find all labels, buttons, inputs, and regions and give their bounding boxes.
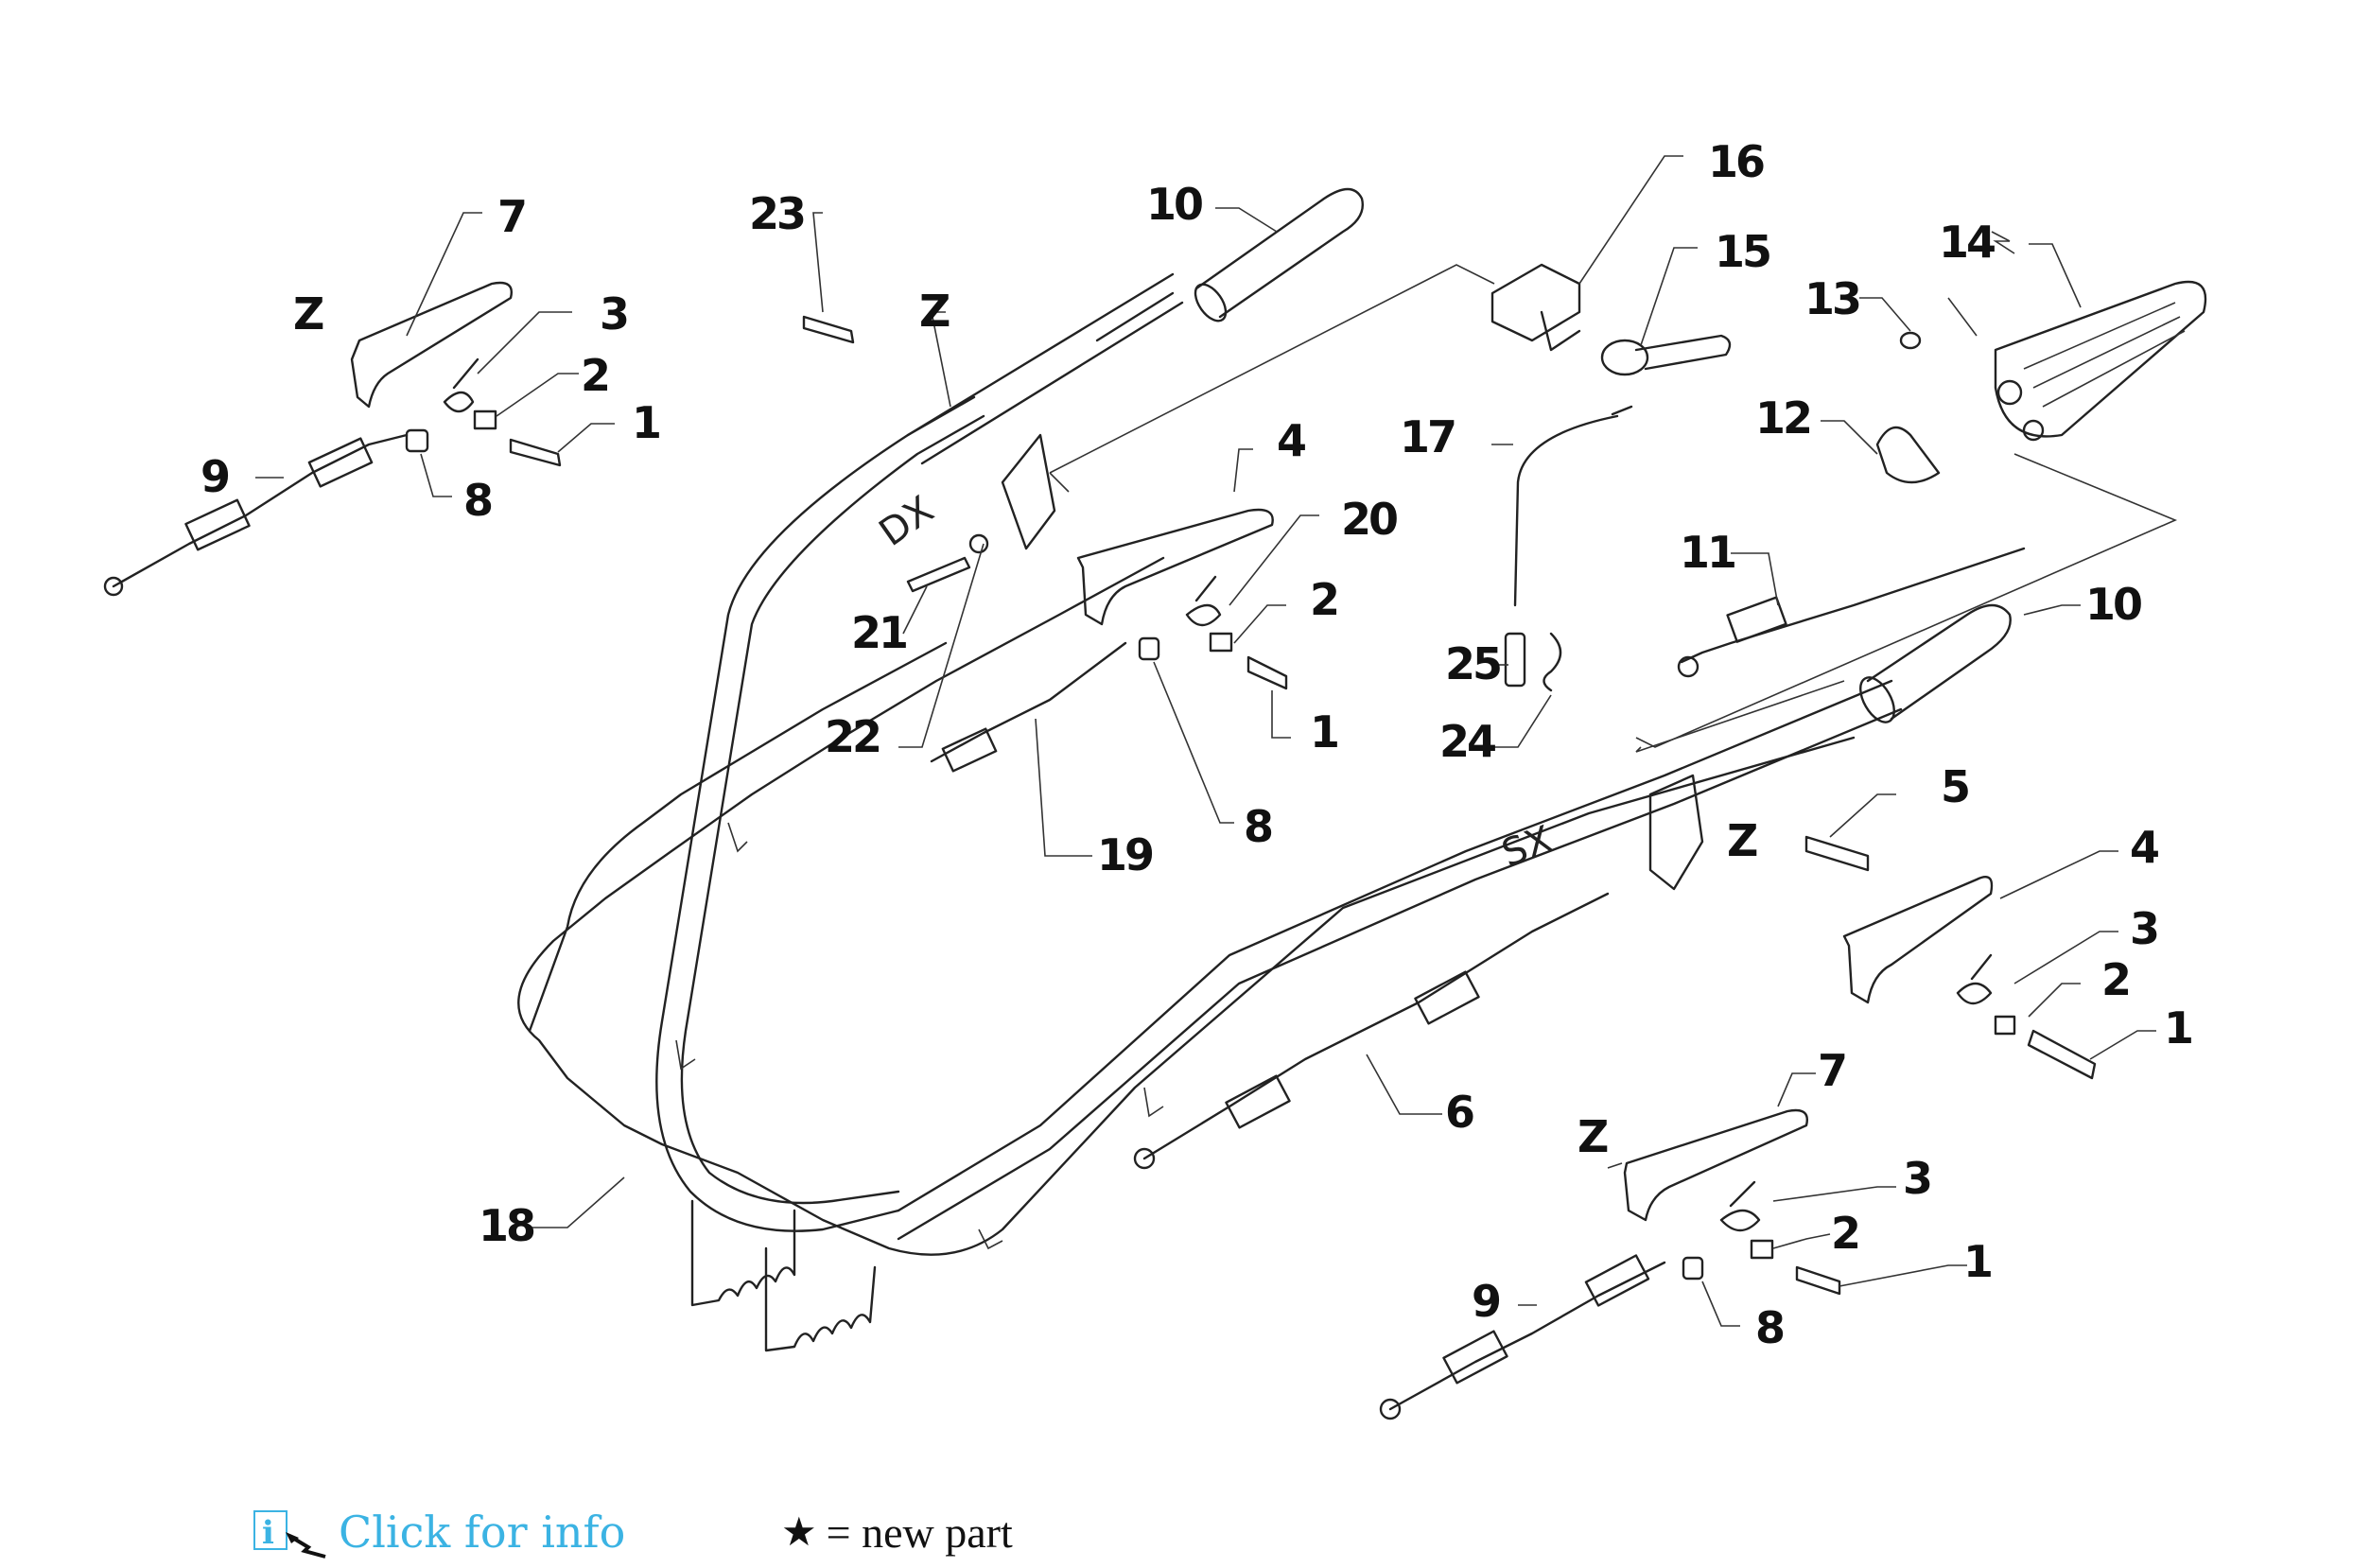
- callout-8: 8: [463, 475, 492, 526]
- bracket-right: [1648, 774, 1704, 891]
- lever-4-right: [1842, 875, 1994, 1004]
- brake-lever-7-lower: [1623, 1108, 1808, 1222]
- callout-22: 22: [825, 711, 880, 762]
- callout-1: 1: [1963, 1236, 1991, 1287]
- callout-z: Z: [919, 286, 950, 337]
- bushing-2-lower: [1750, 1239, 1774, 1260]
- lever-4-center: [1076, 508, 1274, 626]
- throttle-block-16: [1490, 263, 1581, 352]
- bushing-2-center: [1209, 632, 1233, 653]
- info-link-text[interactable]: Click for info: [339, 1507, 626, 1558]
- spring-20: [1185, 575, 1222, 627]
- cable-9-upper: [103, 433, 409, 597]
- guide-frame-upper: [1049, 264, 1495, 493]
- callout-16: 16: [1708, 136, 1764, 187]
- bolt-21: [906, 556, 971, 593]
- callout-3: 3: [1903, 1153, 1930, 1204]
- throttle-grip-14: [1994, 280, 2207, 442]
- callout-15: 15: [1715, 226, 1769, 277]
- bolt-1-center: [1246, 655, 1288, 690]
- callout-4: 4: [1277, 415, 1305, 466]
- callout-20: 20: [1341, 494, 1397, 545]
- bolt-1-lower: [1795, 1265, 1841, 1296]
- nut-22: [968, 533, 989, 554]
- callout-21: 21: [851, 607, 906, 658]
- info-link-area[interactable]: i Click for info: [253, 1504, 625, 1560]
- handle-tube-upper-sleeve: [1095, 291, 1175, 342]
- nut-8-upper: [405, 428, 429, 453]
- callout-19: 19: [1097, 829, 1153, 880]
- nut-8-center: [1138, 636, 1160, 661]
- throttle-lever-15: [1600, 334, 1732, 376]
- callout-6: 6: [1445, 1087, 1473, 1138]
- throttle-cable-17: [1513, 405, 1633, 607]
- callout-1: 1: [1310, 706, 1337, 758]
- callout-z: Z: [1727, 815, 1757, 866]
- callout-2: 2: [2101, 954, 2129, 1005]
- bolt-1-right: [2027, 1029, 2097, 1080]
- leader-lines: [255, 155, 2156, 1327]
- legend-text: = new part: [826, 1507, 1013, 1557]
- callout-9: 9: [1472, 1276, 1500, 1327]
- callout-18: 18: [479, 1200, 534, 1251]
- callout-14: 14: [1939, 217, 1995, 268]
- callout-9: 9: [200, 451, 229, 502]
- callout-1: 1: [2164, 1002, 2191, 1054]
- spring-3-right: [1956, 953, 1993, 1005]
- callout-8: 8: [1244, 801, 1272, 852]
- new-part-legend: ★ = new part: [781, 1504, 1013, 1560]
- handlebar-frame: [517, 272, 1903, 1352]
- spring-clip-12: [1875, 426, 1941, 484]
- callout-2: 2: [1831, 1208, 1858, 1259]
- brake-lever-7-upper: [350, 281, 513, 409]
- callout-13: 13: [1804, 273, 1859, 324]
- return-spring-24: [1543, 632, 1562, 692]
- bolt-5: [1804, 835, 1870, 872]
- callout-23: 23: [749, 188, 804, 239]
- cable-adjuster-25: [1504, 632, 1526, 688]
- callout-2: 2: [581, 350, 608, 401]
- cable-19: [930, 641, 1127, 773]
- bushing-2-upper: [473, 409, 497, 430]
- callout-2: 2: [1310, 574, 1337, 625]
- callout-4: 4: [2130, 822, 2158, 873]
- cable-6: [1133, 892, 1610, 1170]
- tube-label-dx: DX: [872, 488, 942, 555]
- callout-3: 3: [600, 288, 627, 340]
- svg-text:i: i: [262, 1514, 274, 1552]
- callout-25: 25: [1445, 638, 1500, 689]
- bushing-2-right: [1994, 1015, 2016, 1036]
- callout-z: Z: [293, 288, 323, 340]
- callout-7: 7: [1818, 1045, 1845, 1096]
- callout-17: 17: [1400, 411, 1455, 462]
- callout-5: 5: [1941, 761, 1968, 812]
- info-pointer-icon[interactable]: i: [253, 1509, 326, 1559]
- callout-z: Z: [1577, 1111, 1608, 1162]
- callout-10: 10: [1146, 179, 1202, 230]
- nut-8-lower: [1682, 1256, 1704, 1281]
- callout-24: 24: [1439, 716, 1495, 767]
- callout-8: 8: [1755, 1302, 1784, 1353]
- guide-frame-throttle: [1635, 453, 2178, 748]
- cable-9-lower: [1379, 1254, 1666, 1420]
- bracket-center: [1001, 433, 1056, 550]
- guide-frame-lower: [1635, 680, 1845, 753]
- callouts: 7 Z 3 2 1 9 8 23 Z 10 16 15 14 13 12 17 …: [200, 136, 2194, 1353]
- callout-3: 3: [2130, 903, 2157, 954]
- callout-12: 12: [1755, 392, 1810, 444]
- callout-10: 10: [2085, 579, 2141, 630]
- throttle-nut-13: [1899, 331, 1922, 350]
- handle-grip-lower: [1859, 603, 2012, 723]
- callout-1: 1: [632, 397, 659, 448]
- bolt-23: [802, 315, 855, 344]
- bolt-1-upper: [509, 438, 562, 467]
- callout-11: 11: [1680, 527, 1734, 578]
- handle-grip-upper: [1194, 187, 1364, 322]
- spring-3-upper: [443, 357, 479, 413]
- star-icon: ★: [781, 1511, 817, 1555]
- throttle-cable-11: [1677, 547, 2026, 678]
- callout-7: 7: [497, 191, 525, 242]
- spring-3-lower: [1719, 1180, 1761, 1232]
